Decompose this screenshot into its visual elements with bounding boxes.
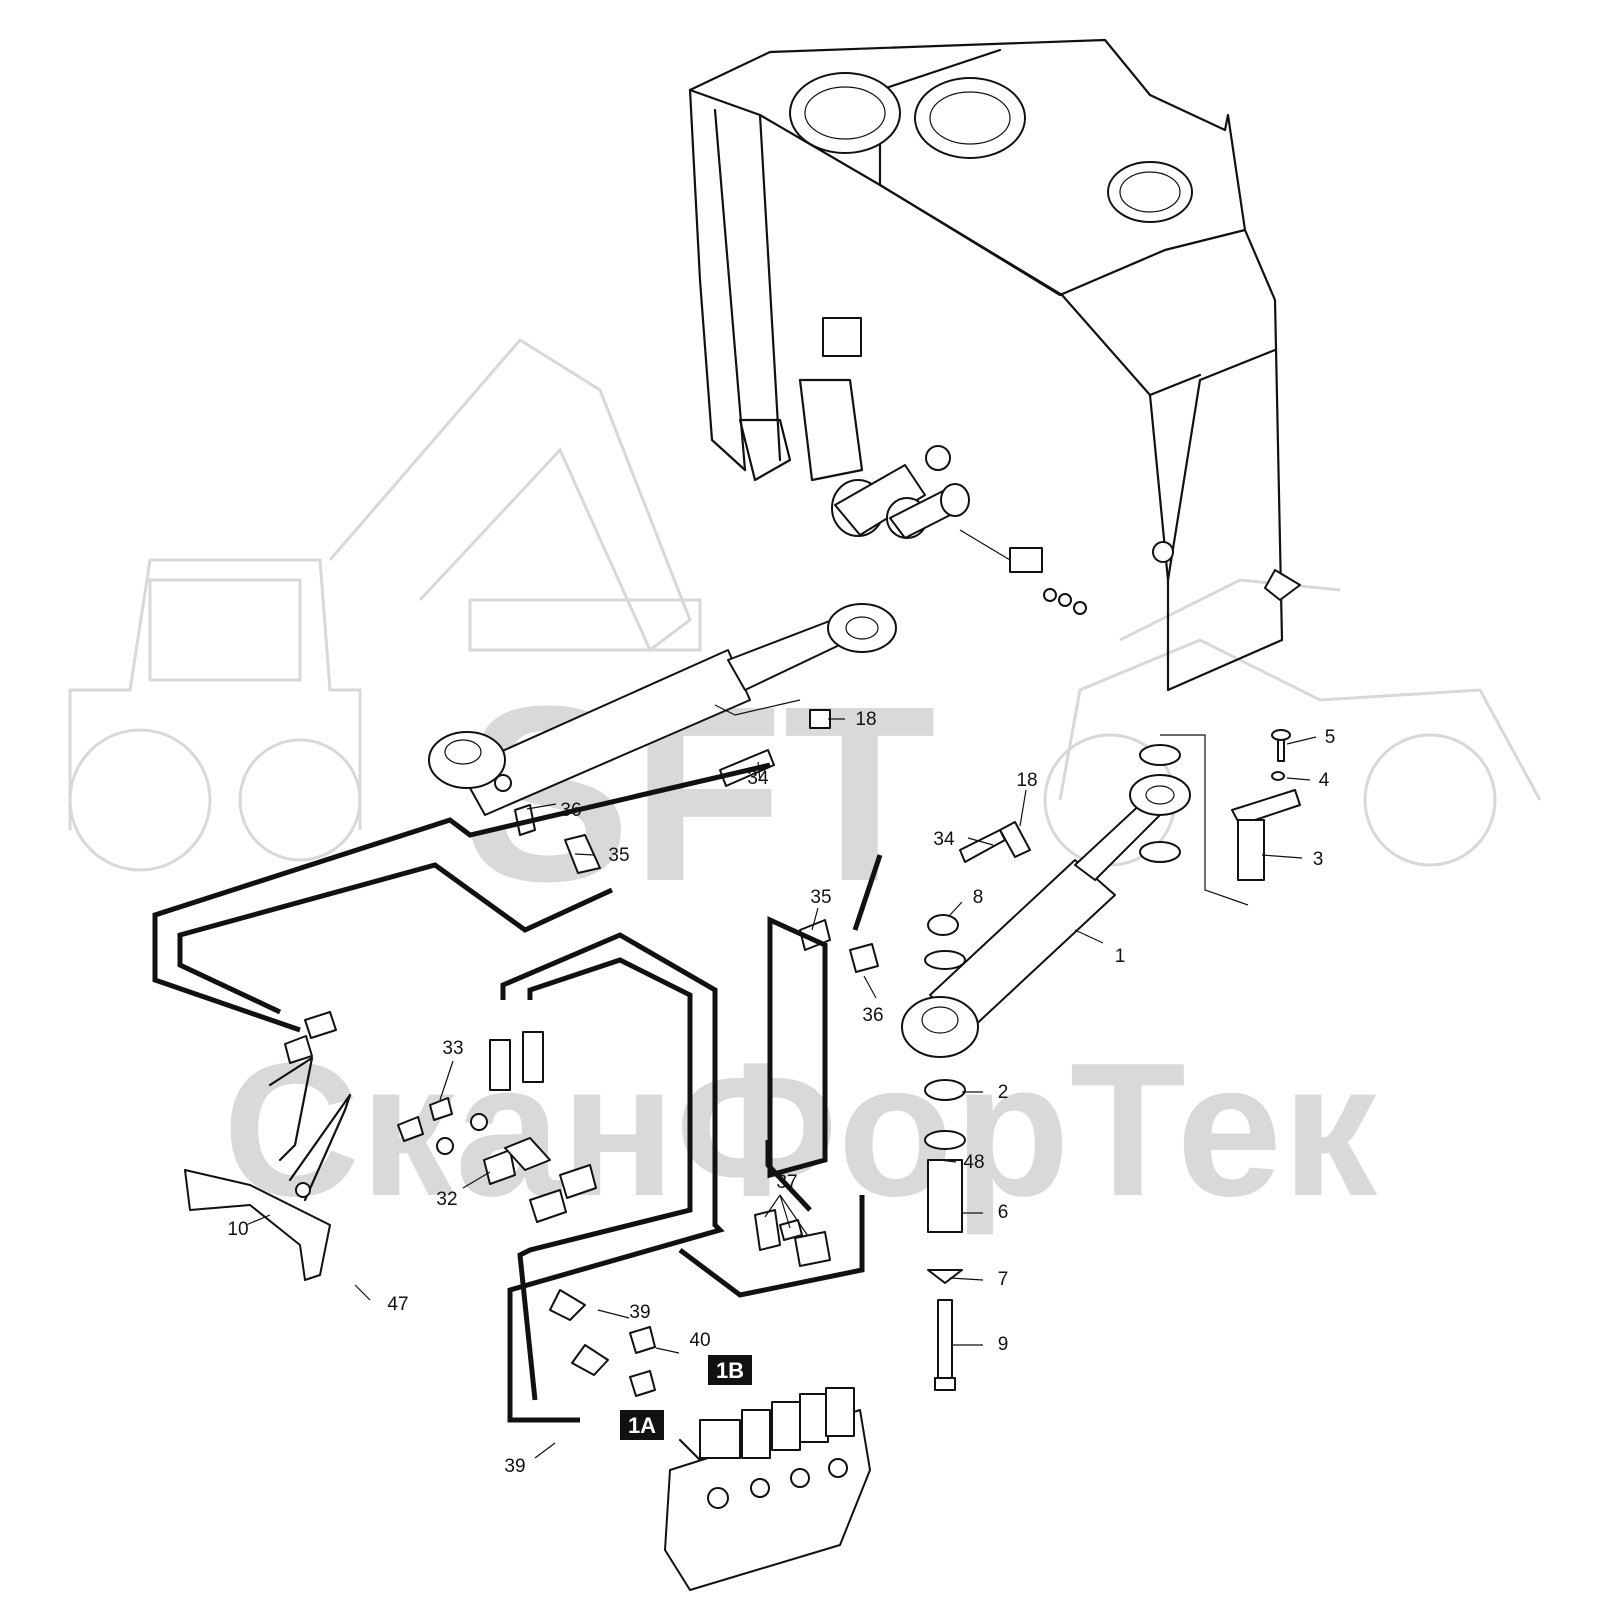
leader-lines [245, 718, 1317, 1459]
frame-chassis [688, 38, 1301, 692]
callout-label: 48 [963, 1152, 984, 1173]
callout-label: 8 [973, 887, 984, 908]
callout-label: 34 [747, 768, 769, 789]
callout-label: 39 [629, 1302, 650, 1323]
callout-label: 1 [1115, 946, 1126, 967]
callout-labels: 1 2 3 4 5 6 7 8 9 10 18 18 32 33 34 34 3… [227, 709, 1335, 1477]
callout-label: 7 [998, 1269, 1009, 1290]
callout-label: 34 [933, 829, 955, 850]
callout-label: 35 [608, 845, 629, 866]
right-hydraulic-cylinder [799, 729, 1301, 1391]
watermark-tractor-icon [68, 558, 362, 872]
callout-label: 36 [560, 800, 581, 821]
badge-1b: 1B [708, 1355, 752, 1385]
callout-label: 32 [436, 1189, 457, 1210]
callout-label: 3 [1313, 849, 1324, 870]
callout-label: 36 [862, 1005, 883, 1026]
callout-label: 4 [1319, 770, 1330, 791]
callout-label: 47 [387, 1294, 408, 1315]
callout-label: 37 [776, 1172, 797, 1193]
callout-label: 9 [998, 1334, 1009, 1355]
badge-1a: 1A [620, 1410, 664, 1440]
callout-label: 40 [689, 1330, 710, 1351]
badge-1b-label: 1B [716, 1358, 744, 1383]
badge-1b-box [708, 1355, 752, 1385]
watermark-excavator-icon [328, 338, 702, 653]
callout-label: 10 [227, 1219, 248, 1240]
fittings [284, 1011, 831, 1397]
watermark-company-text: СканФорТек [223, 1024, 1378, 1236]
callout-label: 18 [855, 709, 876, 730]
callout-label: 5 [1325, 727, 1336, 748]
callout-label: 33 [442, 1038, 463, 1059]
control-valve [664, 1387, 871, 1591]
callout-label: 39 [504, 1456, 525, 1477]
badge-1a-box [620, 1410, 664, 1440]
callout-label: 18 [1016, 770, 1037, 791]
watermark-loader-icon [1043, 578, 1542, 867]
bracket-assembly [184, 1056, 352, 1281]
callout-label: 2 [998, 1082, 1009, 1103]
callout-label: 35 [810, 887, 831, 908]
callout-label: 6 [998, 1202, 1009, 1223]
badge-1a-label: 1A [628, 1413, 656, 1438]
hydraulic-hoses [152, 762, 883, 1423]
